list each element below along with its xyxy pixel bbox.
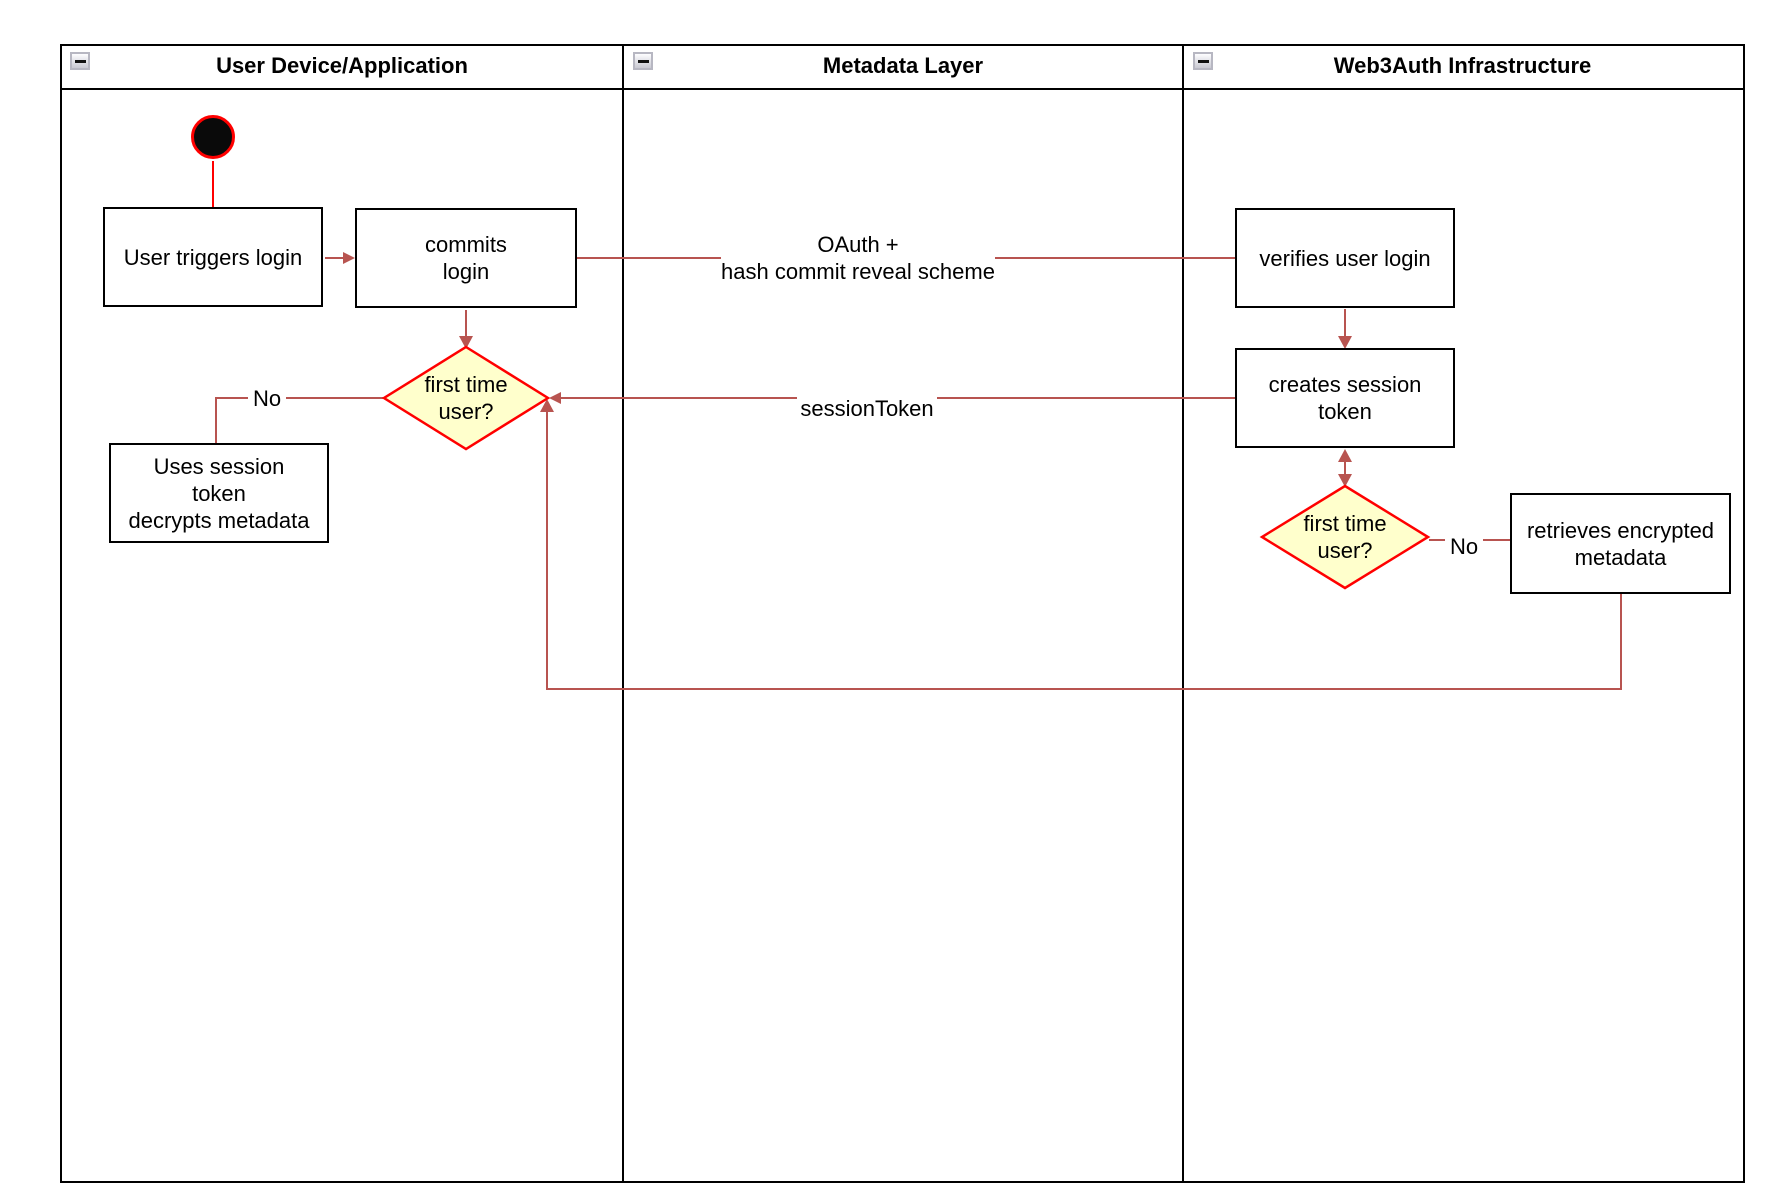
collapse-icon[interactable] [633, 52, 653, 70]
edge-create-to-decision[interactable] [1344, 459, 1346, 477]
lane-title-metadata-layer[interactable]: Metadata Layer [822, 53, 984, 78]
edge-label-oauth[interactable]: OAuth + hash commit reveal scheme [721, 231, 995, 285]
swimlane-pool[interactable] [60, 44, 1745, 1183]
arrowhead-down-icon [1338, 336, 1352, 349]
diamond-shape [1259, 484, 1431, 590]
decision-label: first time user? [1303, 511, 1387, 563]
minus-icon [1197, 59, 1209, 63]
node-label: verifies user login [1259, 245, 1431, 271]
arrowhead-down-icon [459, 336, 473, 349]
lane-header-divider [60, 88, 1743, 90]
node-commits-login[interactable]: commits login [355, 208, 577, 308]
arrowhead-right-icon [343, 252, 355, 264]
node-verifies-user-login[interactable]: verifies user login [1235, 208, 1455, 308]
arrowhead-down-icon [1338, 474, 1352, 487]
arrowhead-up-icon [1338, 449, 1352, 462]
collapse-icon[interactable] [1193, 52, 1213, 70]
node-label: retrieves encrypted metadata [1526, 517, 1715, 570]
minus-icon [637, 59, 649, 63]
node-label: User triggers login [123, 244, 303, 270]
node-creates-session-token[interactable]: creates session token [1235, 348, 1455, 448]
decision-label: first time user? [424, 372, 508, 424]
lane-divider-2 [1182, 44, 1184, 1181]
edge-commit-to-decision[interactable] [465, 310, 467, 338]
node-label: creates session token [1268, 372, 1422, 424]
edge-return-v-right[interactable] [1620, 594, 1622, 690]
edge-no-left-v[interactable] [215, 397, 217, 443]
minus-icon [74, 59, 86, 63]
initial-node[interactable] [191, 115, 235, 159]
node-label: commits login [425, 232, 507, 284]
diamond-shape [381, 345, 551, 451]
edge-label-session-token[interactable]: sessionToken [797, 396, 937, 422]
node-label: Uses session token decrypts metadata [128, 453, 310, 533]
edge-label-no-left[interactable]: No [248, 385, 286, 413]
collapse-icon[interactable] [70, 52, 90, 70]
lane-divider-1 [622, 44, 624, 1181]
decision-first-time-user-infra[interactable] [1259, 483, 1431, 591]
edge-trigger-to-commit[interactable] [325, 257, 345, 259]
decision-first-time-user-app[interactable] [381, 344, 551, 452]
node-retrieves-encrypted-metadata[interactable]: retrieves encrypted metadata [1510, 493, 1731, 594]
edge-start-to-trigger[interactable] [212, 161, 214, 207]
lane-title-user-device[interactable]: User Device/Application [216, 53, 468, 78]
edge-no-left-h[interactable] [216, 397, 383, 399]
edge-verify-to-create[interactable] [1344, 309, 1346, 336]
node-user-triggers-login[interactable]: User triggers login [103, 207, 323, 307]
edge-label-no-right[interactable]: No [1445, 533, 1483, 561]
lane-title-web3auth[interactable]: Web3Auth Infrastructure [1333, 53, 1592, 78]
edge-return-h[interactable] [546, 688, 1622, 690]
edge-return-v-left[interactable] [546, 411, 548, 690]
node-uses-session-token[interactable]: Uses session token decrypts metadata [109, 443, 329, 543]
